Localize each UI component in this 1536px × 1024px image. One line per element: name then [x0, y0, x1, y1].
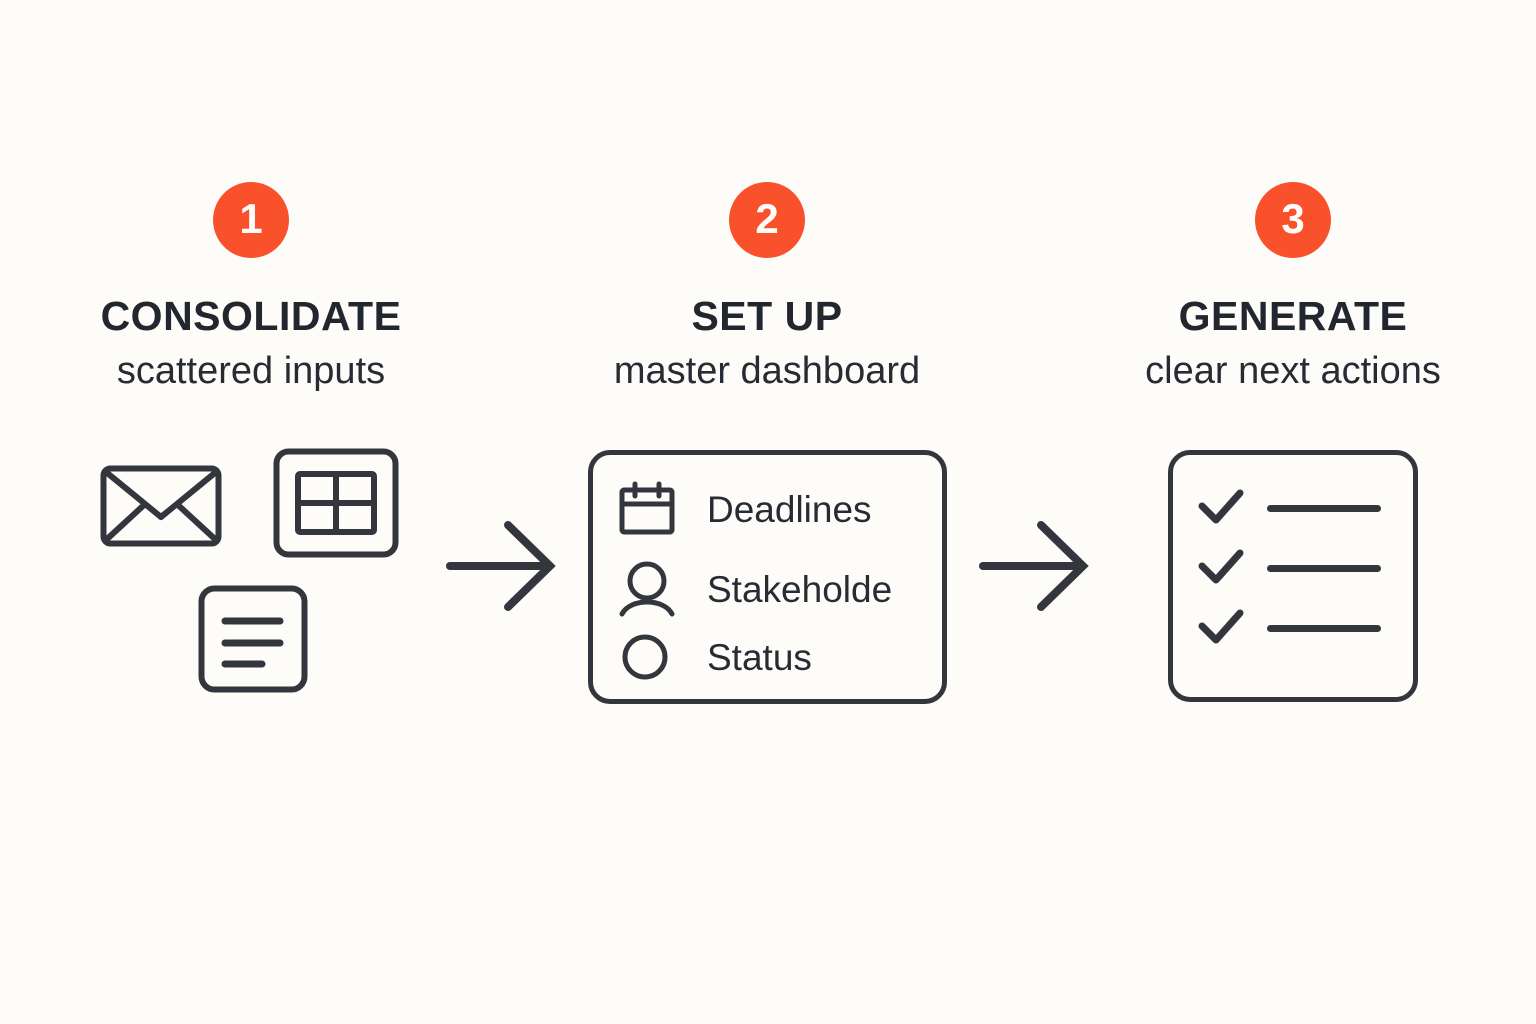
checklist-row	[1197, 608, 1381, 648]
step-column-1: 1 CONSOLIDATE scattered inputs	[51, 0, 451, 1024]
circle-icon	[619, 632, 675, 682]
dashboard-row-stakeholder: Stakeholde	[619, 561, 892, 617]
checklist-card	[1168, 450, 1418, 702]
step-title-3: GENERATE	[1178, 293, 1408, 339]
step-title-1: CONSOLIDATE	[100, 293, 402, 339]
checklist-row	[1197, 488, 1381, 528]
step-badge-3-number: 3	[1281, 194, 1305, 242]
step-badge-2-number: 2	[755, 194, 779, 242]
step-subtitle-1: scattered inputs	[116, 350, 386, 392]
step-badge-3: 3	[1255, 182, 1331, 258]
dashboard-row-status: Status	[619, 629, 812, 685]
dashboard-label-deadlines: Deadlines	[707, 488, 872, 530]
envelope-icon	[100, 465, 222, 547]
spreadsheet-icon	[273, 448, 399, 558]
checklist-line	[1267, 564, 1381, 572]
step-badge-1-number: 1	[239, 194, 263, 242]
step-title-2: SET UP	[691, 293, 843, 339]
dashboard-label-status: Status	[707, 636, 812, 678]
checklist-row	[1197, 548, 1381, 588]
dashboard-label-stakeholder: Stakeholde	[707, 568, 893, 610]
scattered-inputs-cluster	[51, 440, 451, 720]
check-icon	[1198, 489, 1244, 524]
step-badge-1: 1	[213, 182, 289, 258]
step-column-2: 2 SET UP master dashboard Deadlines	[567, 0, 967, 1024]
document-icon	[198, 585, 308, 693]
step-badge-2: 2	[729, 182, 805, 258]
step-column-3: 3 GENERATE clear next actions	[1093, 0, 1493, 1024]
person-icon	[619, 560, 675, 618]
master-dashboard-card: Deadlines Stakeholde Status	[588, 450, 947, 704]
check-icon	[1198, 609, 1244, 644]
step-subtitle-3: clear next actions	[1145, 350, 1441, 392]
dashboard-row-deadlines: Deadlines	[619, 481, 872, 537]
arrow-1-icon	[446, 521, 556, 611]
check-icon	[1198, 549, 1244, 584]
checklist-line	[1267, 624, 1381, 632]
step-subtitle-2: master dashboard	[613, 350, 921, 392]
arrow-2-icon	[979, 521, 1089, 611]
checklist-line	[1267, 504, 1381, 512]
calendar-icon	[619, 481, 675, 537]
